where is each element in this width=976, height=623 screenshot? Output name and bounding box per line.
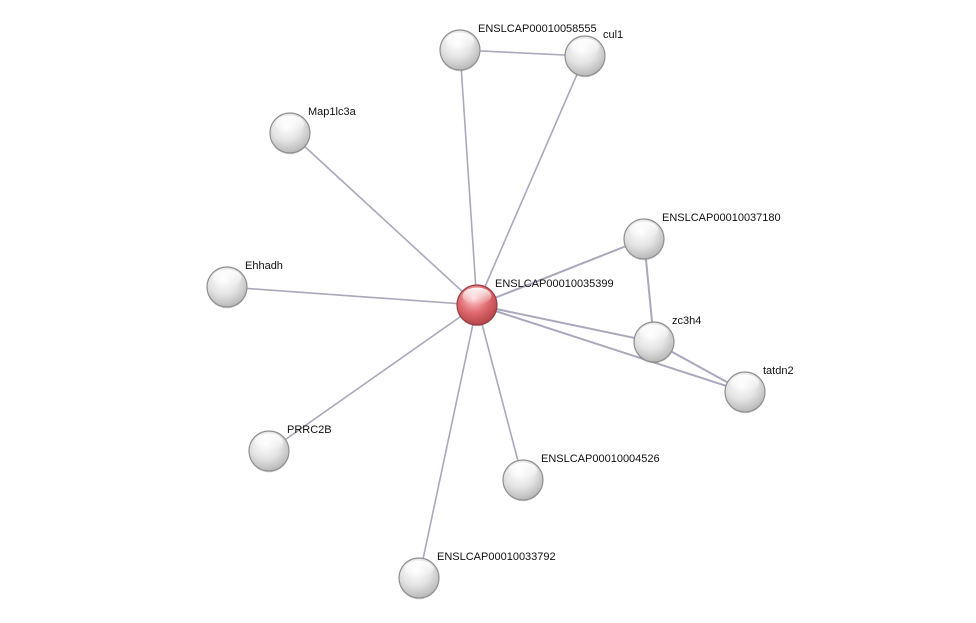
node-gloss [404, 560, 434, 578]
node-gloss [730, 374, 760, 392]
node-zc3h4[interactable] [633, 321, 675, 364]
node-gloss [212, 269, 242, 287]
edge-center-n58555 [459, 49, 478, 306]
node-gloss [508, 462, 538, 480]
node-label-ehhadh: Ehhadh [245, 260, 283, 272]
edge-center-n37180 [476, 238, 645, 306]
node-ehhadh[interactable] [206, 266, 248, 309]
node-n58555[interactable] [439, 29, 481, 72]
node-tatdn2[interactable] [724, 371, 766, 414]
node-gloss [462, 287, 492, 305]
node-label-center: ENSLCAP00010035399 [495, 278, 614, 290]
node-center[interactable] [456, 284, 498, 327]
edge-center-zc3h4 [476, 304, 655, 343]
node-n33792[interactable] [398, 557, 440, 600]
node-label-prrc2b: PRRC2B [287, 424, 332, 436]
edge-center-tatdn2 [476, 304, 746, 393]
nodes-layer [206, 29, 766, 600]
edge-center-ehhadh [226, 286, 478, 306]
node-gloss [254, 433, 284, 451]
node-label-n33792: ENSLCAP00010033792 [437, 551, 556, 563]
edge-center-cul1 [476, 55, 586, 306]
edge-center-n33792 [418, 304, 478, 579]
node-gloss [639, 324, 669, 342]
node-n04526[interactable] [502, 459, 544, 502]
node-gloss [629, 221, 659, 239]
node-prrc2b[interactable] [248, 430, 290, 473]
edge-center-n04526 [476, 304, 524, 481]
labels-layer: ENSLCAP00010035399 ENSLCAP00010058555 cul1… [245, 23, 794, 563]
edge-n58555-cul1 [459, 49, 586, 57]
node-label-n58555: ENSLCAP00010058555 [478, 23, 597, 35]
node-gloss [275, 115, 305, 133]
node-n37180[interactable] [623, 218, 665, 261]
node-label-tatdn2: tatdn2 [763, 365, 794, 377]
edge-center-map1lc3a [289, 132, 478, 306]
node-cul1[interactable] [564, 35, 606, 78]
node-label-zc3h4: zc3h4 [672, 315, 701, 327]
node-gloss [570, 38, 600, 56]
node-gloss [445, 32, 475, 50]
edges-layer [226, 49, 746, 579]
edge-center-prrc2b [268, 304, 478, 452]
node-map1lc3a[interactable] [269, 112, 311, 155]
node-label-cul1: cul1 [603, 29, 623, 41]
node-label-n04526: ENSLCAP00010004526 [541, 453, 660, 465]
node-label-map1lc3a: Map1lc3a [308, 106, 357, 118]
node-label-n37180: ENSLCAP00010037180 [662, 212, 781, 224]
